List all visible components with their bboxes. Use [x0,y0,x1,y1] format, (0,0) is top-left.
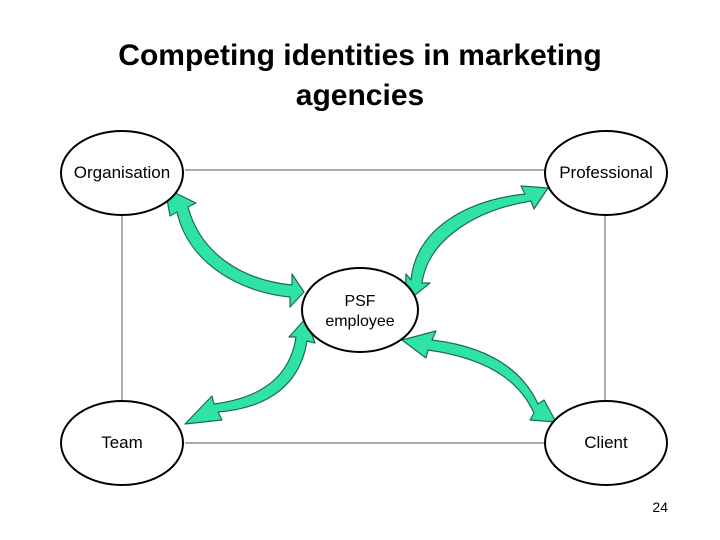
arrow-psf-team [184,317,316,425]
slide-number: 24 [652,499,668,515]
node-label-organisation: Organisation [73,163,171,182]
node-client [544,400,668,486]
node-psf-employee [301,267,419,353]
title-line-2: agencies [295,79,425,112]
arrow-psf-client [401,330,557,423]
slide-title: Competing identities in marketing agenci… [0,36,720,116]
psf-line-1: PSF [344,293,376,310]
node-professional [544,130,668,216]
node-label-client: Client [584,433,628,452]
node-organisation [60,130,184,216]
title-line-1: Competing identities in marketing [118,39,602,72]
arrow-organisation-psf [164,187,305,308]
node-label-team: Team [101,433,143,452]
node-team [60,400,184,486]
node-label-professional: Professional [559,163,653,182]
arrow-professional-psf [404,185,549,304]
psf-line-2: employee [325,313,395,330]
node-label-psf-employee: PSF employee [300,292,420,332]
